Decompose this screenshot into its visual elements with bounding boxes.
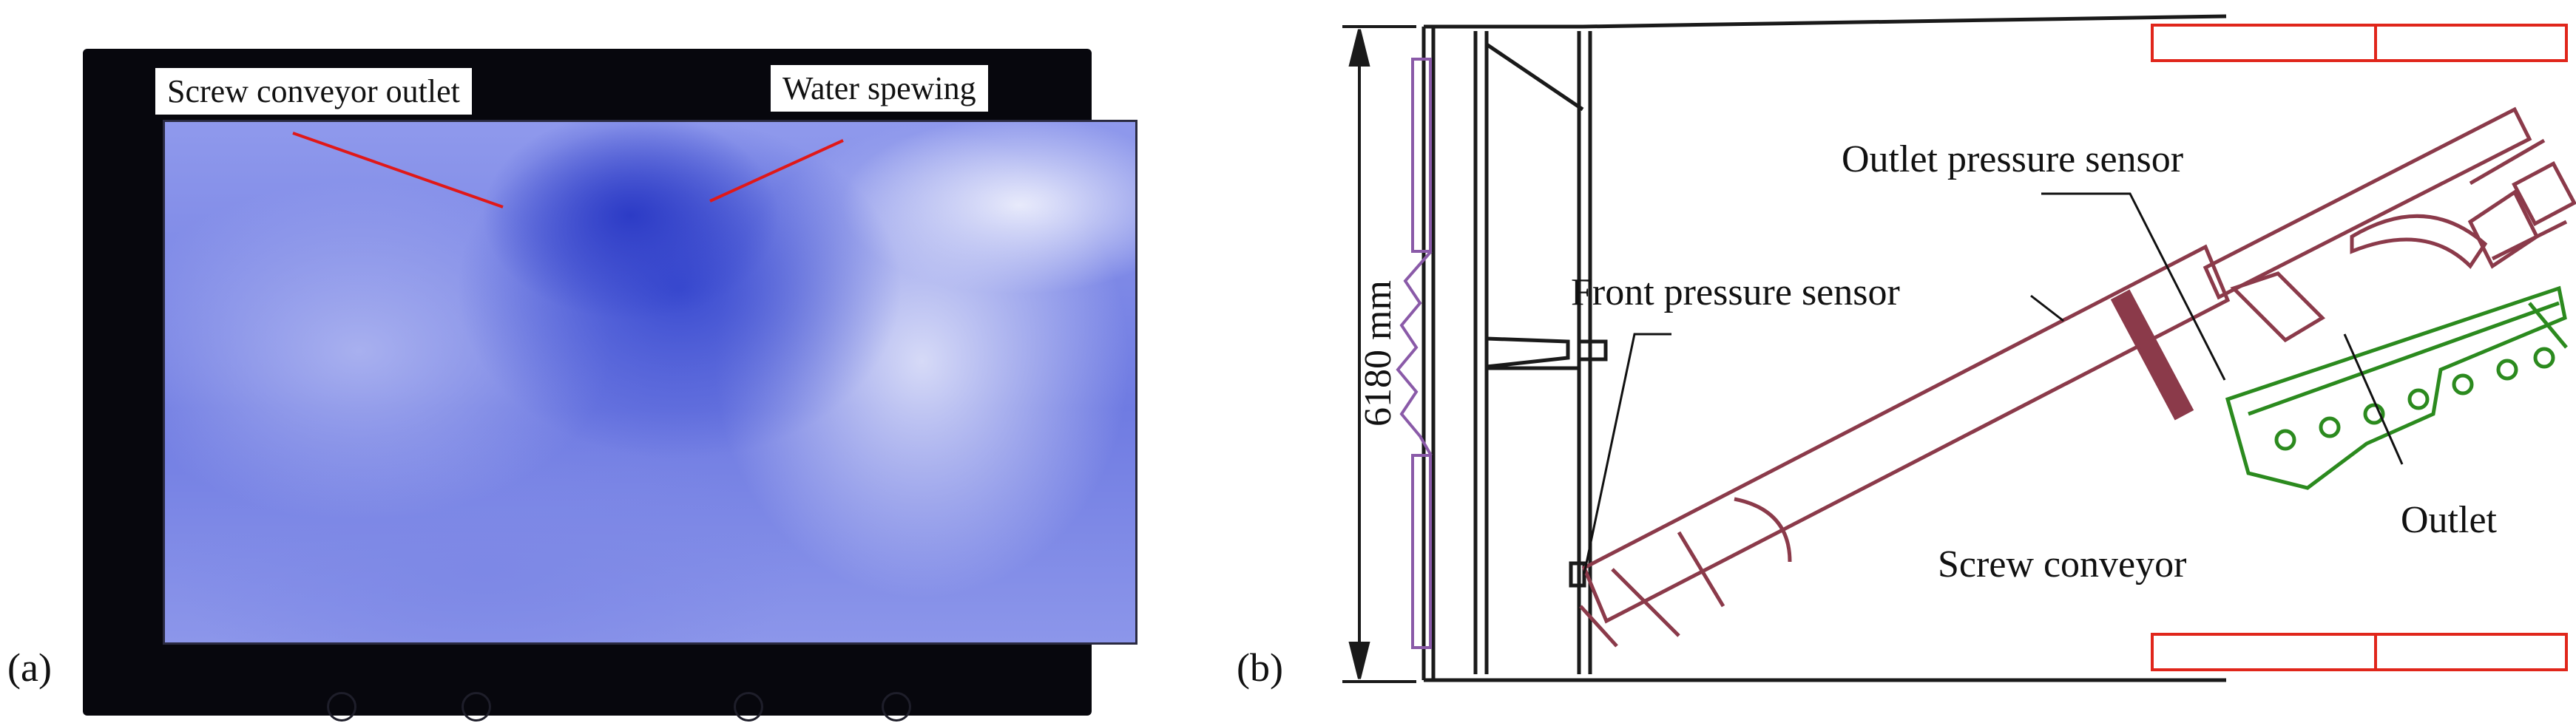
label-front-pressure-sensor: Front pressure sensor [1571, 271, 1900, 313]
dimension-label: 6180 mm [1357, 280, 1399, 427]
monitor-screen [163, 120, 1137, 645]
shield-structure [1421, 14, 2227, 682]
leader-water [709, 139, 844, 203]
screw-conveyor [1579, 106, 2576, 648]
monitor-button-2 [462, 692, 491, 722]
diagram-leaders [1583, 192, 2404, 574]
monitor-photo [83, 49, 1137, 722]
segment-rings [2151, 24, 2568, 671]
callout-water-spewing: Water spewing [771, 65, 988, 112]
label-outlet-pressure-sensor: Outlet pressure sensor [1842, 138, 2183, 180]
callout-screw-outlet: Screw conveyor outlet [155, 68, 472, 115]
panel-a-label: (a) [7, 645, 52, 690]
panel-b-label: (b) [1237, 645, 1283, 690]
outlet-gate [2225, 285, 2568, 490]
label-screw-conveyor: Screw conveyor [1938, 543, 2186, 585]
monitor-button-3 [734, 692, 763, 722]
leader-screw-outlet [292, 132, 504, 208]
cutterhead-teeth [1396, 58, 1433, 649]
monitor-button-4 [882, 692, 911, 722]
monitor-button-1 [327, 692, 356, 722]
label-outlet: Outlet [2401, 499, 2498, 541]
dimension-marker [1342, 25, 1416, 683]
